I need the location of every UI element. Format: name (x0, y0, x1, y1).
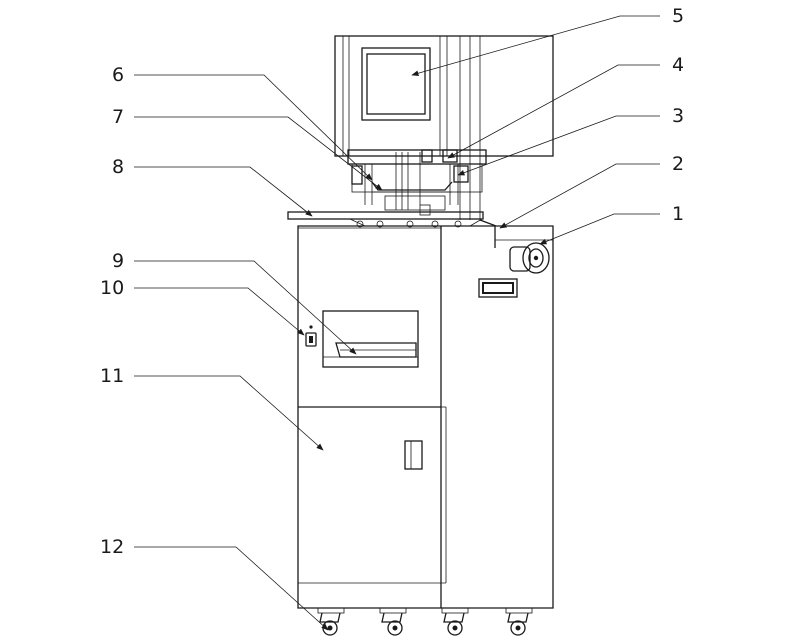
cabinet-body (297, 219, 554, 609)
callout-11: 11 (100, 365, 124, 387)
leader-8 (134, 166, 313, 217)
leader-2 (499, 163, 660, 229)
callout-5: 5 (672, 5, 684, 27)
callout-labels: 5 4 3 2 1 6 7 8 9 10 11 12 (100, 5, 684, 558)
leader-3 (457, 115, 660, 176)
callout-12: 12 (100, 536, 124, 558)
side-handle (478, 278, 518, 298)
door-handle (404, 440, 423, 470)
callout-4: 4 (672, 54, 684, 76)
work-table (287, 211, 484, 228)
caster-4 (505, 607, 533, 636)
leader-lines (134, 15, 660, 631)
leader-7 (134, 116, 383, 191)
callout-7: 7 (112, 106, 124, 128)
leader-5 (411, 15, 660, 77)
leader-6 (134, 74, 373, 181)
handwheel (509, 242, 550, 274)
callout-10: 10 (100, 277, 124, 299)
leader-4 (447, 64, 660, 159)
callout-1: 1 (672, 203, 684, 225)
callout-8: 8 (112, 156, 124, 178)
upper-head-unit (334, 35, 554, 220)
leader-11 (134, 375, 324, 451)
caster-wheels (317, 607, 533, 636)
callout-6: 6 (112, 64, 124, 86)
leader-12 (134, 546, 329, 631)
callout-2: 2 (672, 153, 684, 175)
leader-1 (539, 213, 660, 245)
caster-3 (441, 607, 469, 636)
leader-9 (134, 260, 357, 355)
caster-1 (317, 607, 345, 636)
display-window (361, 47, 431, 121)
callout-9: 9 (112, 250, 124, 272)
caster-2 (379, 607, 407, 636)
leader-10 (134, 287, 305, 336)
power-switch (305, 325, 317, 347)
processing-head (347, 149, 487, 216)
callout-3: 3 (672, 105, 684, 127)
chip-window (322, 310, 419, 368)
